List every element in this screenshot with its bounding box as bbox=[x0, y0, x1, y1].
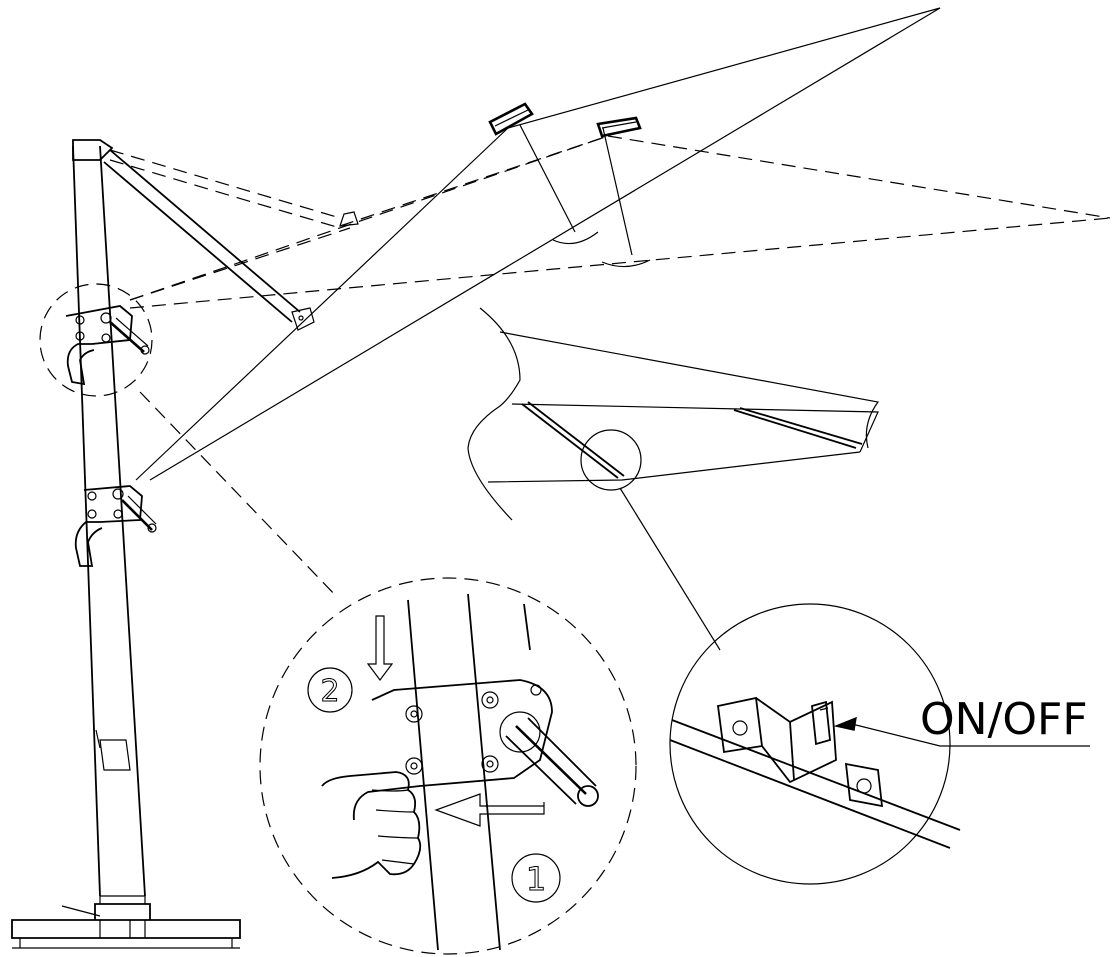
umbrella-pole bbox=[72, 139, 146, 897]
umbrella-arm bbox=[103, 149, 315, 331]
tilted-position-outline bbox=[109, 135, 1111, 309]
step-two-label: 2 bbox=[320, 674, 339, 709]
arrow-left-icon bbox=[434, 793, 545, 827]
canopy-ribs bbox=[135, 7, 941, 481]
crank-detail-view bbox=[259, 577, 637, 955]
detail-marker-crank bbox=[39, 283, 153, 397]
lamp-housing-left bbox=[488, 102, 534, 136]
switch-callout: ON/OFF bbox=[833, 694, 1090, 747]
lower-crank-bracket bbox=[74, 485, 157, 567]
step-one-marker: 1 bbox=[511, 853, 561, 903]
switch-detail-view bbox=[669, 603, 961, 885]
step-two-marker: 2 bbox=[307, 667, 353, 713]
step-one-label: 1 bbox=[526, 860, 546, 898]
canopy-edge-detail bbox=[467, 307, 880, 651]
umbrella-base bbox=[11, 895, 241, 949]
arrow-down-icon bbox=[366, 615, 394, 681]
upper-crank-bracket bbox=[65, 305, 150, 386]
switch-label: ON/OFF bbox=[920, 694, 1088, 745]
lamp-housing-small bbox=[339, 211, 359, 227]
hand-icon bbox=[321, 771, 422, 879]
lamp-housing-right bbox=[596, 116, 642, 138]
leader-line-crank bbox=[139, 391, 339, 599]
